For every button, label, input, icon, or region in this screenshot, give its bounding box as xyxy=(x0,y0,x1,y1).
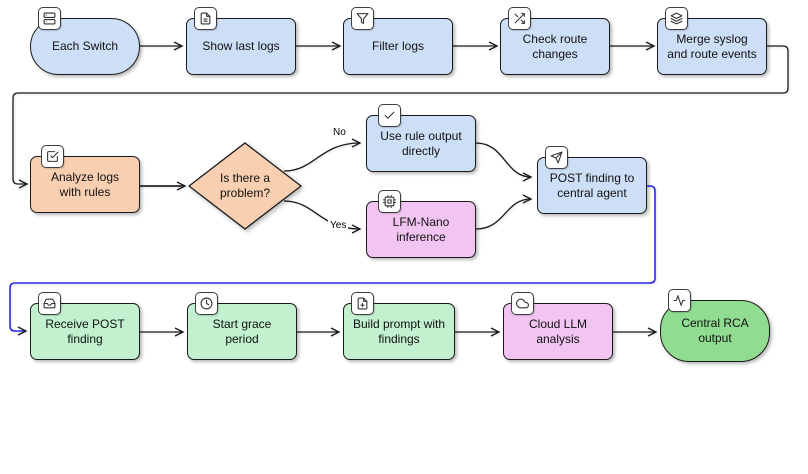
file-text-icon xyxy=(194,7,217,30)
node-label: Is there a problem? xyxy=(219,171,271,200)
node-label: POST finding to central agent xyxy=(549,170,635,200)
node-receive-post-finding[interactable]: Receive POST finding xyxy=(30,292,140,360)
node-is-there-a-problem[interactable]: Is there a problem? xyxy=(188,142,302,230)
server-icon xyxy=(38,7,61,30)
node-each-switch[interactable]: Each Switch xyxy=(30,7,140,75)
node-label: Check route changes xyxy=(522,31,588,61)
node-lfm-nano-inference[interactable]: LFM-Nano inference xyxy=(366,190,476,258)
check-icon xyxy=(378,104,401,127)
node-label: Show last logs xyxy=(202,39,280,53)
inbox-icon xyxy=(38,292,61,315)
file-plus-icon xyxy=(351,292,374,315)
node-cloud-llm-analysis[interactable]: Cloud LLM analysis xyxy=(503,292,613,360)
send-icon xyxy=(545,146,568,169)
edge-merge-syslog-to-analyze-logs xyxy=(12,45,789,189)
node-label: Central RCA output xyxy=(681,316,749,345)
node-label: Cloud LLM analysis xyxy=(528,316,588,346)
filter-icon xyxy=(351,7,374,30)
diamond-shape xyxy=(188,142,302,230)
edge-post-finding-to-receive-post xyxy=(9,185,656,336)
node-label: Build prompt with findings xyxy=(352,316,446,346)
cpu-icon xyxy=(378,190,401,213)
node-label: LFM-Nano inference xyxy=(392,214,450,244)
node-label: Receive POST finding xyxy=(45,316,125,346)
activity-icon xyxy=(668,289,691,312)
edge-label-no: No xyxy=(331,127,348,138)
check-square-icon xyxy=(41,145,64,168)
node-label: Filter logs xyxy=(371,39,424,53)
cloud-icon xyxy=(511,292,534,315)
node-central-rca-output[interactable]: Central RCA output xyxy=(660,289,770,362)
node-label: Analyze logs with rules xyxy=(50,169,120,199)
clock-icon xyxy=(195,292,218,315)
edge-lfm-nano-to-post-finding xyxy=(475,194,533,230)
node-label: Merge syslog and route events xyxy=(667,31,757,61)
edge-problem-no-to-use-rule xyxy=(283,138,362,172)
node-start-grace-period[interactable]: Start grace period xyxy=(187,292,297,360)
node-label: Start grace period xyxy=(212,316,272,346)
node-label: Each Switch xyxy=(51,39,119,53)
node-merge-syslog-route-events[interactable]: Merge syslog and route events xyxy=(657,7,767,75)
node-show-last-logs[interactable]: Show last logs xyxy=(186,7,296,75)
edge-use-rule-to-post-finding xyxy=(475,142,533,182)
layers-icon xyxy=(665,7,688,30)
edge-problem-yes-to-lfm-nano xyxy=(283,200,362,234)
node-label: Use rule output directly xyxy=(380,128,462,158)
node-use-rule-output-directly[interactable]: Use rule output directly xyxy=(366,104,476,172)
shuffle-icon xyxy=(508,7,531,30)
node-analyze-logs-with-rules[interactable]: Analyze logs with rules xyxy=(30,145,140,213)
node-filter-logs[interactable]: Filter logs xyxy=(343,7,453,75)
edge-label-yes: Yes xyxy=(328,220,349,231)
node-build-prompt-with-findings[interactable]: Build prompt with findings xyxy=(343,292,455,360)
node-post-finding-to-central-agent[interactable]: POST finding to central agent xyxy=(537,146,647,214)
node-check-route-changes[interactable]: Check route changes xyxy=(500,7,610,75)
